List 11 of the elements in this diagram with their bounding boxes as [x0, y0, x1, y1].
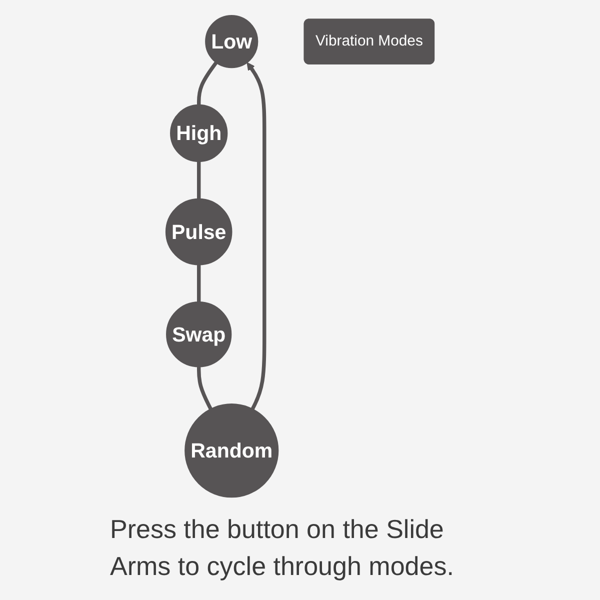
connector: [196, 162, 201, 199]
connector: [196, 61, 218, 105]
node-circle: Pulse: [165, 198, 232, 266]
node-circle: Random: [184, 404, 279, 498]
caption: Press the button on the Slide Arms to cycle through modes.: [110, 512, 455, 584]
connector: [196, 366, 212, 410]
node-circle: Low: [205, 15, 258, 68]
node-circle: Swap: [166, 302, 232, 368]
arrow: [246, 62, 266, 410]
node-circle: High: [170, 104, 228, 162]
connector: [196, 264, 201, 302]
